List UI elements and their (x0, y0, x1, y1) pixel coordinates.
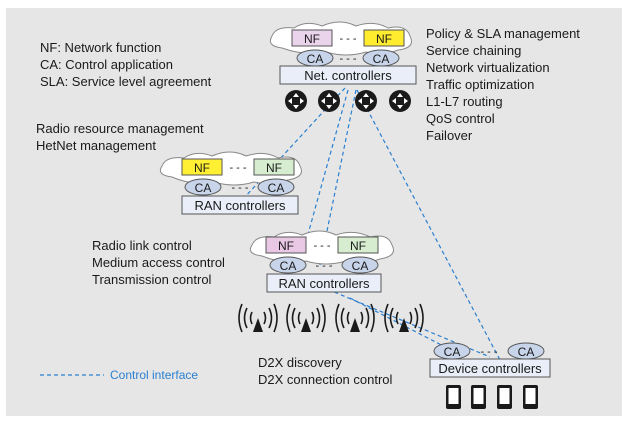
ca-label: CA (352, 259, 369, 273)
smartphone-icon (471, 385, 486, 409)
glossary-item: NF: Network function (40, 40, 161, 55)
nf-box (363, 29, 405, 47)
device-cluster: CA - - - CA Device controllers (429, 342, 551, 409)
radio-tower-icon (335, 303, 375, 333)
ca-connector: - - - (315, 260, 332, 272)
core-function: QoS control (426, 111, 495, 126)
control-line-access-to-device (314, 283, 491, 358)
nf-connector: - - - (339, 33, 356, 45)
device-functions-list: D2X discovery D2X connection control (258, 355, 393, 387)
device-function: D2X discovery (258, 355, 342, 370)
core-functions-list: Policy & SLA management Service chaining… (426, 26, 580, 143)
nf-box (181, 158, 223, 176)
core-function: Service chaining (426, 43, 521, 58)
radio-tower-icon (384, 303, 424, 333)
device-controllers-box (429, 358, 551, 378)
access-functions-list: Radio link control Medium access control… (92, 238, 225, 287)
ca-label: CA (518, 345, 535, 359)
control-line-core-to-device (356, 89, 501, 361)
core-function: Failover (426, 128, 473, 143)
router-icon (389, 90, 411, 112)
access-cluster: NF - - - NF CA - - - CA RAN controllers (249, 230, 394, 293)
ca-label: CA (268, 181, 285, 195)
core-cluster: NF - - - NF CA - - - CA Net. controllers (269, 21, 417, 112)
nf-connector: - - - (229, 162, 246, 174)
nf-box (337, 236, 379, 254)
core-function: Policy & SLA management (426, 26, 580, 41)
ca-label: CA (444, 345, 461, 359)
nf-label: NF (194, 161, 210, 175)
router-icon (318, 90, 340, 112)
glossary-item: CA: Control application (40, 57, 173, 72)
ca-label: CA (307, 52, 324, 66)
smartphone-icon (446, 385, 461, 409)
ran-controllers-label: RAN controllers (194, 198, 286, 213)
nf-box (265, 236, 307, 254)
ca-connector: - - - (480, 346, 497, 358)
regional-function: HetNet management (36, 138, 156, 153)
access-function: Transmission control (92, 272, 212, 287)
access-function: Medium access control (92, 255, 225, 270)
access-function: Radio link control (92, 238, 192, 253)
ran-controllers-label: RAN controllers (278, 276, 370, 291)
ca-ellipse (257, 178, 295, 196)
ran-controllers-box (266, 273, 382, 293)
core-function: Traffic optimization (426, 77, 534, 92)
smartphone-icon (497, 385, 512, 409)
nf-label: NF (278, 239, 294, 253)
device-controllers-label: Device controllers (438, 361, 542, 376)
legend-label: Control interface (110, 368, 198, 382)
nf-label: NF (376, 32, 392, 46)
ca-label: CA (195, 181, 212, 195)
router-icon (285, 90, 307, 112)
nf-box (291, 29, 333, 47)
core-function: L1-L7 routing (426, 94, 503, 109)
nf-label: NF (304, 32, 320, 46)
ca-connector: - - - (231, 182, 248, 194)
regional-function: Radio resource management (36, 121, 204, 136)
ca-label: CA (373, 52, 390, 66)
router-icon (355, 90, 377, 112)
ran-controllers-box (181, 195, 299, 215)
glossary: NF: Network function CA: Control applica… (40, 40, 212, 89)
nf-connector: - - - (313, 240, 330, 252)
regional-functions-list: Radio resource management HetNet managem… (36, 121, 204, 153)
radio-tower-icon (238, 303, 278, 333)
ca-label: CA (280, 259, 297, 273)
glossary-item: SLA: Service level agreement (40, 74, 212, 89)
ca-connector: - - - (339, 53, 356, 65)
nf-label: NF (350, 239, 366, 253)
nf-label: NF (266, 161, 282, 175)
ca-ellipse (269, 256, 307, 274)
net-controllers-label: Net. controllers (304, 68, 392, 83)
regional-cluster: NF - - - NF CA - - - CA RAN controllers (159, 151, 302, 215)
legend: Control interface (40, 368, 198, 382)
radio-towers (238, 303, 424, 333)
device-function: D2X connection control (258, 372, 393, 387)
nf-box (253, 158, 295, 176)
ca-ellipse (341, 256, 379, 274)
net-controllers-box (279, 65, 417, 85)
ca-ellipse (184, 178, 222, 196)
core-function: Network virtualization (426, 60, 550, 75)
radio-tower-icon (286, 303, 326, 333)
smartphone-icon (523, 385, 538, 409)
